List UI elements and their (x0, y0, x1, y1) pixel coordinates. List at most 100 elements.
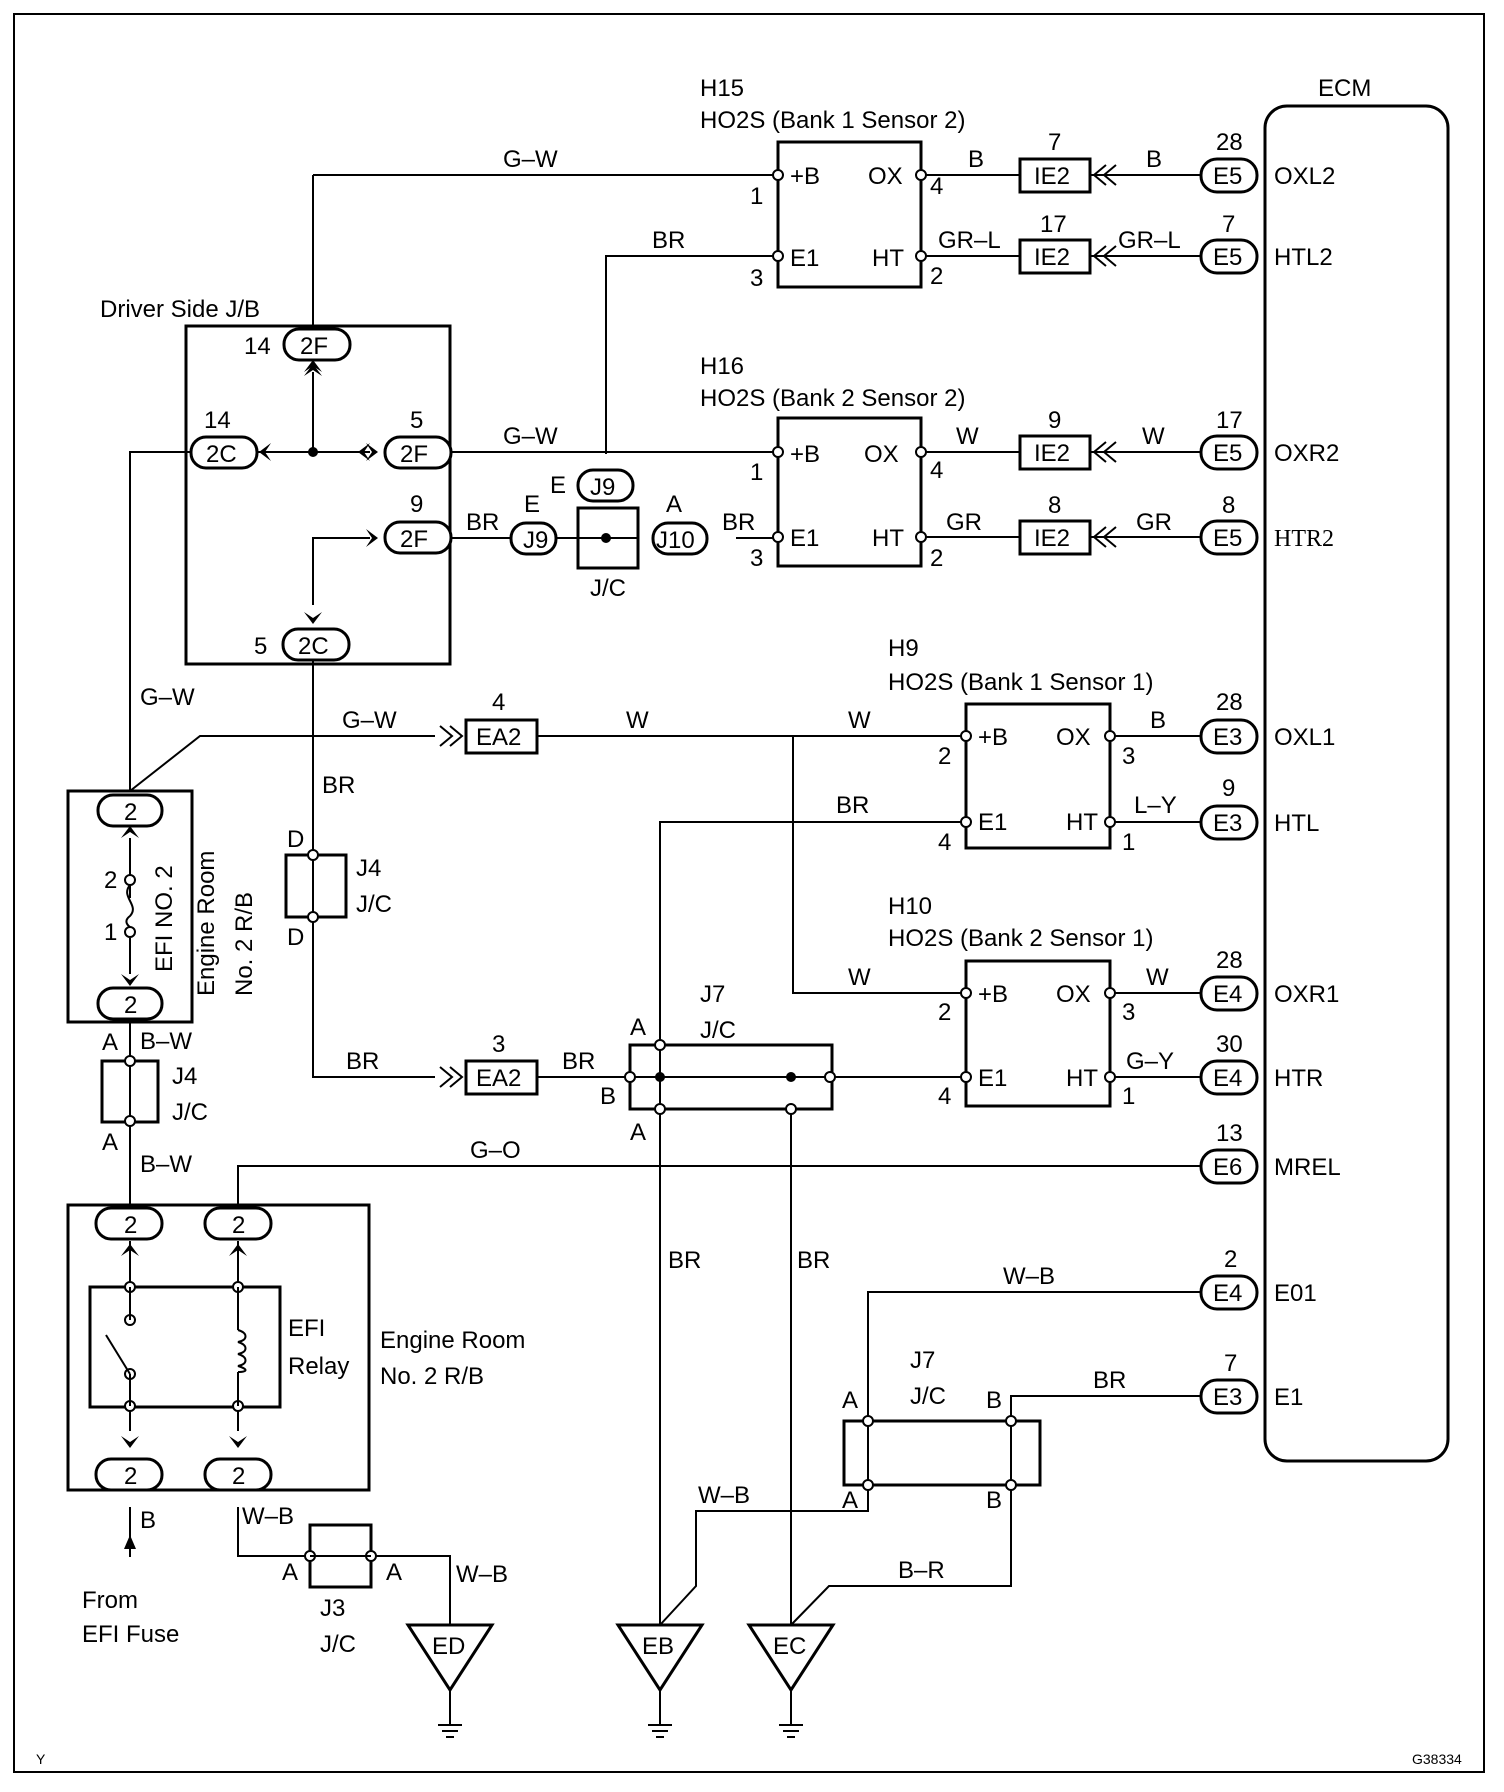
svg-text:G–W: G–W (342, 707, 397, 734)
svg-text:J9: J9 (590, 474, 615, 501)
svg-text:Relay: Relay (288, 1353, 349, 1380)
svg-text:B–R: B–R (898, 1557, 945, 1584)
svg-text:HTL2: HTL2 (1274, 244, 1333, 271)
svg-text:HTL: HTL (1274, 810, 1319, 837)
svg-text:2C: 2C (298, 633, 329, 660)
svg-text:J3: J3 (320, 1595, 345, 1622)
svg-text:W: W (626, 707, 649, 734)
svg-text:HO2S (Bank 1 Sensor 1): HO2S (Bank 1 Sensor 1) (888, 669, 1153, 696)
svg-text:E1: E1 (790, 525, 819, 552)
svg-text:B: B (140, 1507, 156, 1534)
driver-side-jb: Driver Side J/B 2F 2C 2F 2F 2C 14 14 5 9… (100, 296, 453, 666)
svg-text:GR: GR (1136, 509, 1172, 536)
svg-text:D: D (287, 826, 304, 853)
svg-text:30: 30 (1216, 1031, 1243, 1058)
svg-text:E3: E3 (1213, 1384, 1242, 1411)
svg-text:J9: J9 (523, 527, 548, 554)
svg-text:E1: E1 (978, 809, 1007, 836)
svg-text:2: 2 (124, 1463, 137, 1490)
svg-text:B–W: B–W (140, 1028, 192, 1055)
svg-text:GR–L: GR–L (1118, 227, 1181, 254)
svg-text:E4: E4 (1213, 1065, 1242, 1092)
svg-text:HT: HT (872, 525, 904, 552)
svg-text:E: E (524, 491, 540, 518)
svg-text:+B: +B (978, 724, 1008, 751)
sensor-h9: H9 HO2S (Bank 1 Sensor 1) +B OX E1 HT 2 … (888, 635, 1153, 856)
svg-text:E01: E01 (1274, 1280, 1317, 1307)
svg-text:2: 2 (930, 263, 943, 290)
svg-text:2: 2 (938, 999, 951, 1026)
svg-text:B: B (986, 1387, 1002, 1414)
svg-text:OX: OX (1056, 724, 1091, 751)
svg-text:EA2: EA2 (476, 724, 521, 751)
svg-text:3: 3 (1122, 743, 1135, 770)
svg-text:W–B: W–B (456, 1561, 508, 1588)
svg-text:8: 8 (1222, 492, 1235, 519)
svg-text:1: 1 (750, 183, 763, 210)
svg-text:OXR2: OXR2 (1274, 440, 1339, 467)
ie2-connectors: IE2 IE2 IE2 IE2 7 17 9 8 (1018, 129, 1117, 556)
ecm-title: ECM (1318, 75, 1371, 102)
svg-text:OXL1: OXL1 (1274, 724, 1335, 751)
svg-text:E: E (550, 472, 566, 499)
svg-text:+B: +B (790, 441, 820, 468)
svg-text:B: B (1146, 146, 1162, 173)
svg-text:3: 3 (750, 545, 763, 572)
jc-j4-lower: A A J4 J/C (100, 1029, 208, 1156)
svg-text:28: 28 (1216, 947, 1243, 974)
svg-text:EB: EB (642, 1633, 674, 1660)
svg-text:J/C: J/C (700, 1017, 736, 1044)
svg-text:BR: BR (836, 792, 869, 819)
svg-text:J/C: J/C (590, 575, 626, 602)
svg-text:G–W: G–W (503, 146, 558, 173)
svg-text:E3: E3 (1213, 724, 1242, 751)
svg-text:14: 14 (204, 407, 231, 434)
svg-text:17: 17 (1040, 211, 1067, 238)
svg-text:A: A (630, 1119, 646, 1146)
svg-text:IE2: IE2 (1034, 525, 1070, 552)
ecm-box (1263, 104, 1450, 1463)
svg-text:7: 7 (1048, 129, 1061, 156)
svg-text:28: 28 (1216, 129, 1243, 156)
svg-text:J4: J4 (172, 1063, 197, 1090)
from-fuse-arrow (124, 1535, 136, 1549)
svg-text:2: 2 (1224, 1246, 1237, 1273)
sensor-h16: H16 HO2S (Bank 2 Sensor 2) +B OX E1 HT 1… (700, 353, 965, 572)
svg-text:EC: EC (773, 1633, 806, 1660)
svg-text:E5: E5 (1213, 244, 1242, 271)
svg-text:E5: E5 (1213, 525, 1242, 552)
svg-text:J/C: J/C (910, 1383, 946, 1410)
svg-text:4: 4 (492, 689, 505, 716)
svg-text:7: 7 (1224, 1350, 1237, 1377)
jc-j9-j10: J9 J9 J10 J/C E E A (509, 468, 709, 602)
svg-text:1: 1 (750, 459, 763, 486)
svg-text:HO2S (Bank 2 Sensor 2): HO2S (Bank 2 Sensor 2) (700, 385, 965, 412)
svg-text:EA2: EA2 (476, 1065, 521, 1092)
svg-text:EFI: EFI (288, 1315, 325, 1342)
svg-text:1: 1 (1122, 1083, 1135, 1110)
jc-j3: A A J3 J/C (282, 1523, 402, 1658)
wire-labels: G–W BR B GR–L B GR–L G–W W GR W GR BR BR… (140, 146, 1181, 1588)
svg-text:IE2: IE2 (1034, 163, 1070, 190)
svg-text:2: 2 (104, 867, 117, 894)
svg-text:+B: +B (790, 163, 820, 190)
svg-text:9: 9 (1222, 775, 1235, 802)
svg-text:B: B (968, 146, 984, 173)
svg-text:2: 2 (232, 1212, 245, 1239)
from-efi-fuse-line2: EFI Fuse (82, 1621, 179, 1648)
svg-text:BR: BR (722, 509, 755, 536)
svg-text:W–B: W–B (242, 1503, 294, 1530)
svg-text:E6: E6 (1213, 1154, 1242, 1181)
svg-text:G–O: G–O (470, 1137, 521, 1164)
wires (129, 174, 1201, 1626)
svg-text:B–W: B–W (140, 1151, 192, 1178)
svg-text:ED: ED (432, 1633, 465, 1660)
svg-text:A: A (282, 1559, 298, 1586)
svg-text:2: 2 (938, 743, 951, 770)
svg-text:W: W (1142, 423, 1165, 450)
svg-text:J/C: J/C (172, 1099, 208, 1126)
svg-text:HTR2: HTR2 (1274, 526, 1334, 552)
corner-right-code: G38334 (1412, 1751, 1462, 1767)
svg-text:E4: E4 (1213, 1280, 1242, 1307)
